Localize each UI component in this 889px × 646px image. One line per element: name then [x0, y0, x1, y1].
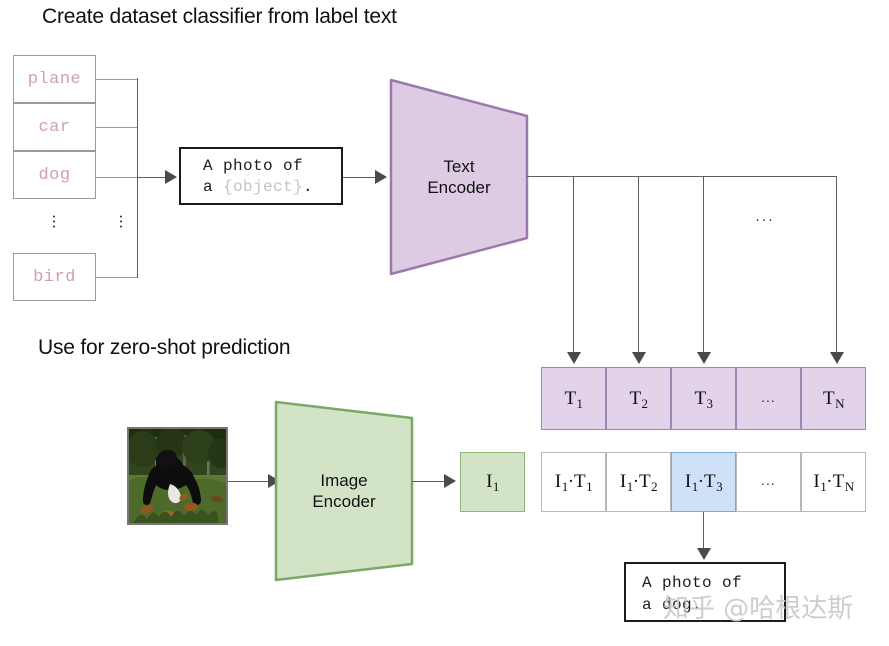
- label-box-car-text: car: [38, 117, 71, 137]
- prompt-object-slot: {object}: [223, 178, 304, 196]
- prompt-line-1: A photo of: [203, 157, 304, 175]
- connector-stub-car: [96, 127, 138, 128]
- text-vector-t1[interactable]: T1: [541, 367, 606, 430]
- bus-ellipsis: ···: [755, 211, 775, 228]
- connector-image-encoder-to-i1: [412, 481, 450, 482]
- connector-stub-dog: [96, 177, 138, 178]
- connector-column-ellipsis: ···: [118, 207, 124, 236]
- text-vector-t3-label: T3: [694, 387, 714, 411]
- similarity-cell-3-sub-i: 1: [691, 479, 699, 494]
- text-vector-t2-label: T2: [629, 387, 649, 411]
- connector-prompt-to-text-encoder: [343, 177, 379, 178]
- arrow-highlight-to-output: [697, 548, 711, 560]
- similarity-cell-n[interactable]: I1·TN: [801, 452, 866, 512]
- similarity-cell-3-highlighted[interactable]: I1·T3: [671, 452, 736, 512]
- heading-create-classifier: Create dataset classifier from label tex…: [42, 5, 397, 28]
- image-encoder-label-line1: Image: [320, 471, 368, 490]
- predicted-caption-box[interactable]: A photo of a dog.: [624, 562, 786, 622]
- text-vector-tn-sub: N: [835, 395, 845, 411]
- image-encoder-shape: [274, 400, 414, 582]
- prompt-template-box[interactable]: A photo of a {object}.: [179, 147, 343, 205]
- similarity-cell-2-sub-t: 2: [651, 479, 658, 494]
- similarity-cell-3-label: I1·T3: [684, 471, 723, 494]
- label-box-car[interactable]: car: [13, 103, 96, 151]
- arrow-prompt-to-text-encoder: [375, 170, 387, 184]
- similarity-cell-ellipsis-label: ...: [761, 472, 776, 488]
- text-vector-tn-label: TN: [823, 387, 845, 411]
- text-encoder[interactable]: Text Encoder: [389, 78, 529, 276]
- text-vector-tn[interactable]: TN: [801, 367, 866, 430]
- text-vector-t3[interactable]: T3: [671, 367, 736, 430]
- arrow-bus-to-tn: [830, 352, 844, 364]
- connector-highlight-to-output: [703, 512, 704, 550]
- image-encoder-label: Image Encoder: [274, 470, 414, 512]
- text-encoder-label-line1: Text: [443, 157, 475, 176]
- similarity-cell-ellipsis: ...: [736, 452, 801, 512]
- text-vector-t2-sub: 2: [641, 395, 649, 411]
- text-vector-t1-label: T1: [564, 387, 584, 411]
- connector-photo-to-image-encoder: [228, 481, 274, 482]
- heading-zero-shot-prediction: Use for zero-shot prediction: [38, 336, 291, 359]
- text-vector-t3-sub: 3: [706, 395, 714, 411]
- image-vector-i1[interactable]: I1: [460, 452, 525, 512]
- predicted-caption-line-1: A photo of: [642, 574, 743, 592]
- image-encoder-label-line2: Encoder: [312, 492, 376, 511]
- prompt-line-2-suffix: .: [303, 178, 314, 196]
- similarity-cell-1-op: ·: [567, 471, 575, 492]
- similarity-cell-2-op: ·: [632, 471, 640, 492]
- similarity-cell-3-sub-t: 3: [716, 479, 723, 494]
- similarity-cell-n-sub-i: 1: [820, 479, 827, 494]
- similarity-cell-1-sub-i: 1: [561, 479, 569, 494]
- image-vector-i1-label: I1: [486, 471, 500, 494]
- text-vector-t2[interactable]: T2: [606, 367, 671, 430]
- label-box-bird[interactable]: bird: [13, 253, 96, 301]
- similarity-cell-1[interactable]: I1·T1: [541, 452, 606, 512]
- arrow-bus-to-t3: [697, 352, 711, 364]
- similarity-cell-2[interactable]: I1·T2: [606, 452, 671, 512]
- predicted-caption-line-2: a dog.: [642, 596, 703, 614]
- arrow-bus-to-t2: [632, 352, 646, 364]
- connector-stub-bird: [96, 277, 138, 278]
- prompt-line-2: a {object}.: [203, 177, 341, 198]
- bus-drop-n: [836, 176, 837, 354]
- input-image-thumbnail[interactable]: [127, 427, 228, 525]
- bus-drop-3: [703, 176, 704, 354]
- similarity-cell-1-sub-t: 1: [586, 479, 593, 494]
- similarity-cell-3-op: ·: [697, 471, 705, 492]
- connector-to-prompt: [137, 177, 173, 178]
- arrow-image-encoder-to-i1: [444, 474, 456, 488]
- text-encoder-shape: [389, 78, 529, 276]
- text-encoder-label: Text Encoder: [389, 156, 529, 198]
- image-vector-i1-sub: 1: [492, 479, 500, 494]
- text-encoder-label-line2: Encoder: [427, 178, 491, 197]
- image-encoder[interactable]: Image Encoder: [274, 400, 414, 582]
- bus-drop-2: [638, 176, 639, 354]
- prompt-line-2-prefix: a: [203, 178, 224, 196]
- text-encoder-output-bus: [527, 176, 837, 177]
- text-vector-t1-sub: 1: [576, 395, 584, 411]
- bus-drop-1: [573, 176, 574, 354]
- label-box-dog-text: dog: [38, 165, 71, 185]
- arrow-labels-to-prompt: [165, 170, 177, 184]
- connector-spine: [137, 78, 138, 278]
- connector-stub-plane: [96, 79, 138, 80]
- similarity-cell-n-op: ·: [826, 471, 833, 492]
- label-box-plane[interactable]: plane: [13, 55, 96, 103]
- text-vector-ellipsis: ...: [736, 367, 801, 430]
- label-box-bird-text: bird: [33, 267, 76, 287]
- similarity-cell-n-label: I1·TN: [813, 471, 855, 494]
- label-column-ellipsis: ···: [51, 207, 57, 236]
- label-box-plane-text: plane: [27, 69, 82, 89]
- similarity-cell-2-label: I1·T2: [619, 471, 658, 494]
- similarity-cell-n-sub-t: N: [844, 479, 855, 494]
- label-box-dog[interactable]: dog: [13, 151, 96, 199]
- arrow-bus-to-t1: [567, 352, 581, 364]
- similarity-cell-2-sub-i: 1: [626, 479, 634, 494]
- similarity-cell-1-label: I1·T1: [554, 471, 593, 494]
- input-image-artwork: [129, 429, 226, 523]
- text-vector-ellipsis-label: ...: [761, 388, 776, 405]
